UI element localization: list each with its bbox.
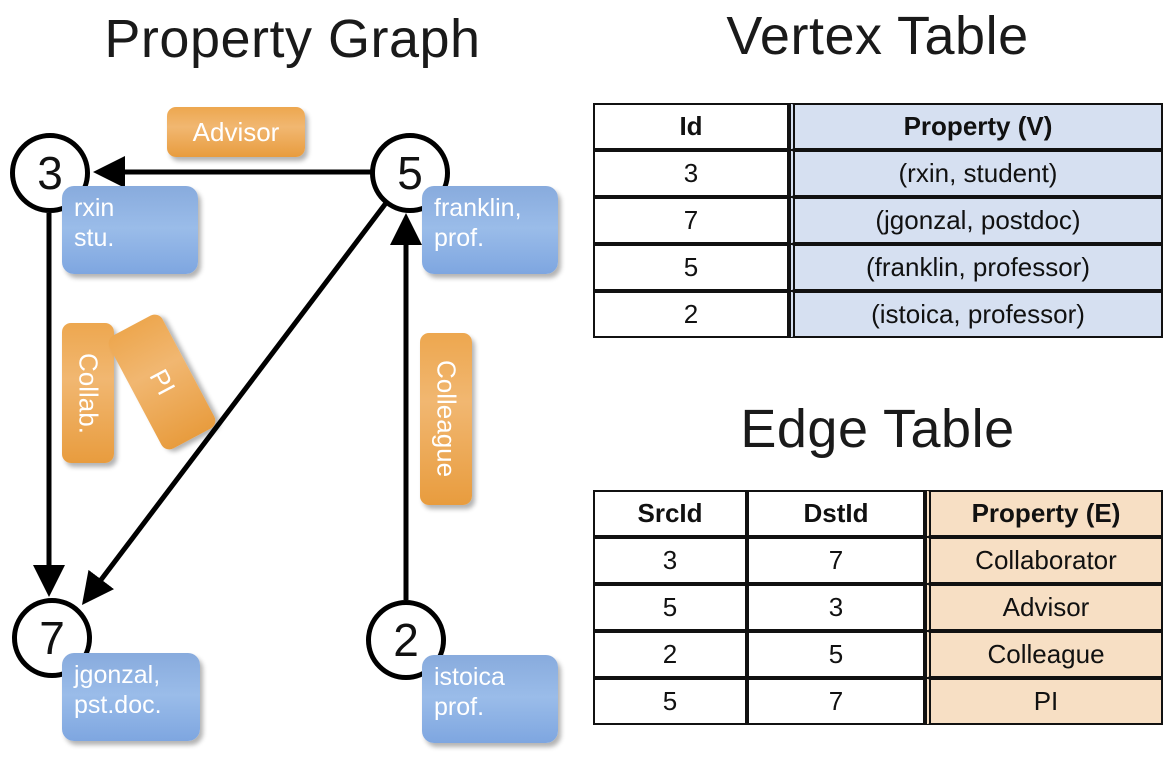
edge-label-advisor-text: Advisor [192,116,280,147]
property-line-1: jgonzal, [74,661,161,689]
vertex-cell-id: 2 [593,291,789,338]
property-graph-title: Property Graph [104,9,481,69]
edge-label-collab[interactable]: Collab. [62,323,114,463]
edge-label-colleague[interactable]: Colleague [420,333,472,505]
property-box-jgonzal[interactable]: jgonzal, pst.doc. [62,653,200,741]
vertex-cell-property: (rxin, student) [789,150,1163,197]
edge-label-pi-text: PI [143,363,182,400]
table-row: 3 7 Collaborator [593,537,1163,584]
edge-table: SrcId DstId Property (E) 3 7 Collaborato… [593,490,1163,725]
table-row: 2 5 Colleague [593,631,1163,678]
node-circle-5[interactable]: 5 [370,133,450,213]
edge-cell-dst: 3 [747,584,925,631]
edge-cell-property: Advisor [925,584,1163,631]
table-row: 7 (jgonzal, postdoc) [593,197,1163,244]
edge-cell-dst: 7 [747,537,925,584]
table-row: 5 (franklin, professor) [593,244,1163,291]
edge-cell-property: PI [925,678,1163,725]
edge-cell-src: 5 [593,584,747,631]
vertex-table-header-row: Id Property (V) [593,103,1163,150]
edge-table-title: Edge Table [740,399,1015,459]
vertex-cell-id: 5 [593,244,789,291]
edge-5-to-7 [81,201,388,605]
property-line-2: prof. [434,223,485,252]
vertex-header-id: Id [593,103,789,150]
edge-cell-dst: 5 [747,631,925,678]
node-circle-2[interactable]: 2 [366,600,446,680]
vertex-cell-property: (jgonzal, postdoc) [789,197,1163,244]
property-box-rxin[interactable]: rxin stu. [62,186,198,274]
property-line-2: prof. [434,692,485,721]
edge-label-collab-text: Collab. [73,352,104,434]
edge-cell-dst: 7 [747,678,925,725]
vertex-header-property: Property (V) [789,103,1163,150]
graph-edges [33,156,422,605]
vertex-cell-id: 3 [593,150,789,197]
edge-header-srcid: SrcId [593,490,747,537]
property-line-1: franklin, [434,194,522,222]
vertex-cell-property: (franklin, professor) [789,244,1163,291]
vertex-table-title: Vertex Table [726,6,1029,66]
vertex-cell-property: (istoica, professor) [789,291,1163,338]
table-row: 5 3 Advisor [593,584,1163,631]
edge-cell-src: 2 [593,631,747,678]
vertex-table: Id Property (V) 3 (rxin, student) 7 (jgo… [593,103,1163,338]
edge-label-colleague-text: Colleague [431,360,462,478]
edge-cell-src: 3 [593,537,747,584]
table-row: 5 7 PI [593,678,1163,725]
edge-cell-src: 5 [593,678,747,725]
property-line-1: istoica [434,663,505,691]
property-box-franklin[interactable]: franklin, prof. [422,186,558,274]
vertex-cell-id: 7 [593,197,789,244]
edge-header-property: Property (E) [925,490,1163,537]
table-row: 2 (istoica, professor) [593,291,1163,338]
property-line-2: stu. [74,223,115,252]
edge-header-dstid: DstId [747,490,925,537]
edge-cell-property: Colleague [925,631,1163,678]
table-row: 3 (rxin, student) [593,150,1163,197]
edge-cell-property: Collaborator [925,537,1163,584]
property-line-1: rxin [74,194,115,222]
property-line-2: pst.doc. [74,690,162,719]
edge-table-header-row: SrcId DstId Property (E) [593,490,1163,537]
property-box-istoica[interactable]: istoica prof. [422,655,558,743]
edge-label-advisor[interactable]: Advisor [167,107,305,157]
